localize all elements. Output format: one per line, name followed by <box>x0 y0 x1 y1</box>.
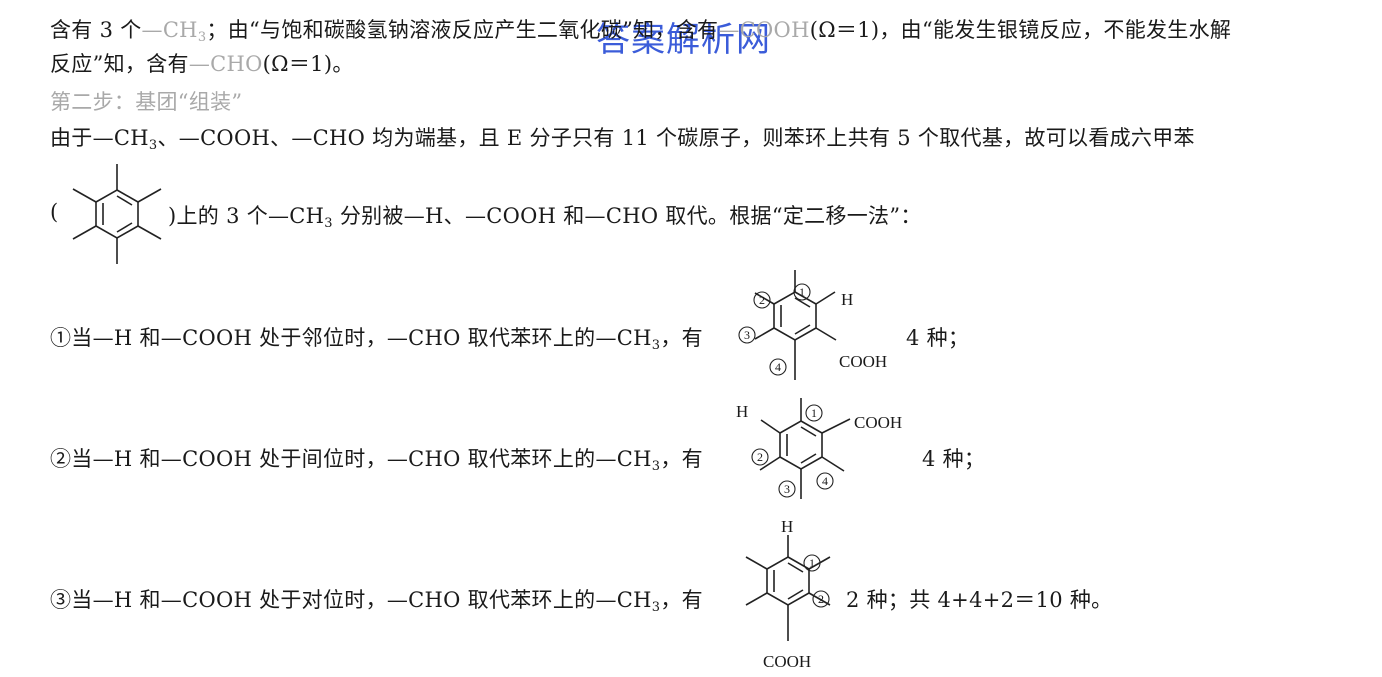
structure-ortho: H COOH 2 1 3 4 <box>738 270 887 380</box>
h-label: H <box>781 517 793 536</box>
position-number: 2 <box>759 293 765 307</box>
position-number: 1 <box>799 285 805 299</box>
cooh-label: COOH <box>839 352 887 371</box>
cooh-label: COOH <box>854 413 902 432</box>
h-label: H <box>736 402 748 421</box>
position-number: 1 <box>809 556 815 570</box>
position-number: 3 <box>784 482 790 496</box>
text-line-4-open: ( <box>50 200 59 224</box>
position-number: 2 <box>757 450 763 464</box>
case-2-count: 4 种； <box>922 447 986 471</box>
structure-meta: H COOH 1 2 3 4 <box>736 398 902 499</box>
text-line-4: )上的 3 个—CH3 分别被—H、—COOH 和—CHO 取代。根据“定二移一… <box>168 204 922 231</box>
case-1-count: 4 种； <box>906 326 970 350</box>
text-line-2: 反应”知，含有—CHO(Ω＝1)。 <box>50 52 354 76</box>
cooh-label: COOH <box>763 652 811 671</box>
position-number: 1 <box>811 406 817 420</box>
case-2-text: ②当—H 和—COOH 处于间位时，—CHO 取代苯环上的—CH3，有 <box>50 447 703 474</box>
position-number: 3 <box>744 328 750 342</box>
case-1-text: ①当—H 和—COOH 处于邻位时，—CHO 取代苯环上的—CH3，有 <box>50 326 703 353</box>
case-3-count: 2 种；共 4+4+2＝10 种。 <box>846 588 1113 612</box>
hexamethylbenzene-structure <box>72 164 162 264</box>
position-number: 4 <box>822 474 828 488</box>
structure-para: H COOH 1 2 <box>745 517 831 671</box>
h-label: H <box>841 290 853 309</box>
text-line-1: 含有 3 个—CH3；由“与饱和碳酸氢钠溶液反应产生二氧化碳”知，含有—COOH… <box>50 18 1232 45</box>
step-heading: 第二步：基团“组装” <box>50 90 243 114</box>
position-number: 2 <box>818 592 824 606</box>
case-3-text: ③当—H 和—COOH 处于对位时，—CHO 取代苯环上的—CH3，有 <box>50 588 703 615</box>
position-number: 4 <box>775 360 781 374</box>
text-line-3: 由于—CH3、—COOH、—CHO 均为端基，且 E 分子只有 11 个碳原子，… <box>50 126 1195 153</box>
watermark-text: 答案解析网 <box>596 20 771 60</box>
